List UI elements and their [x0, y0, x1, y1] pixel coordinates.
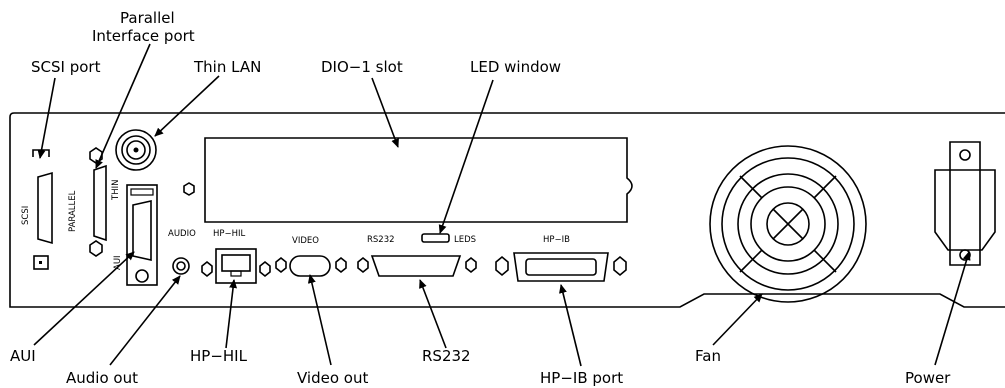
- thin-panel-label: THIN: [111, 180, 121, 201]
- fan-grille: [709, 145, 867, 303]
- leds-panel-label: LEDS: [454, 235, 476, 245]
- aui-panel-label: AUI: [113, 255, 123, 270]
- power-inlet: [934, 141, 996, 266]
- audio-jack: AUDIO: [168, 182, 196, 275]
- parallel-panel-label: PARALLEL: [68, 190, 78, 232]
- hp-hil-leader: [225, 279, 238, 349]
- fan-leader: [712, 293, 763, 346]
- callout-hp-ib-port: HP−IB port: [540, 369, 623, 387]
- dio-slot: [204, 137, 633, 223]
- callout-parallel-line1: Parallel: [120, 9, 175, 27]
- chassis-outline: [9, 112, 1005, 308]
- callout-rs232: RS232: [422, 347, 471, 365]
- parallel-connector: PARALLEL: [68, 147, 107, 257]
- callout-fan: Fan: [695, 347, 721, 365]
- video-connector: VIDEO: [275, 236, 347, 277]
- callout-aui: AUI: [10, 347, 36, 365]
- hp-ib-connector: HP−IB: [495, 235, 627, 282]
- audio-panel-label: AUDIO: [168, 229, 196, 239]
- callout-dio-slot: DIO−1 slot: [321, 58, 403, 76]
- rs232-panel-label: RS232: [367, 235, 395, 245]
- power-leader: [934, 251, 971, 366]
- aui-connector: AUI: [113, 184, 158, 286]
- thin-lan-leader: [154, 75, 220, 137]
- rs232-leader: [419, 279, 447, 349]
- callout-scsi-port: SCSI port: [31, 58, 101, 76]
- callout-thin-lan: Thin LAN: [193, 58, 261, 76]
- callout-parallel-line2: Interface port: [92, 27, 195, 45]
- leader-lines: [33, 43, 971, 367]
- thin-lan-connector: THIN: [111, 129, 157, 201]
- video-out-leader: [307, 274, 332, 366]
- hp-ib-port-leader: [559, 284, 582, 367]
- dio-slot-leader: [371, 77, 399, 148]
- scsi-panel-label: SCSI: [21, 206, 31, 225]
- callout-labels: Parallel Interface port SCSI port Thin L…: [10, 9, 951, 387]
- scsi-connector: SCSI: [21, 149, 53, 270]
- scsi-leader: [37, 77, 56, 159]
- audio-out-leader: [109, 275, 181, 366]
- callout-video-out: Video out: [297, 369, 368, 387]
- callout-led-window: LED window: [470, 58, 561, 76]
- video-panel-label: VIDEO: [292, 236, 319, 246]
- aui-leader: [33, 251, 135, 346]
- callout-power: Power: [905, 369, 951, 387]
- parallel-leader: [95, 43, 151, 169]
- led-window: LEDS: [421, 233, 476, 245]
- hp-ib-panel-label: HP−IB: [543, 235, 570, 245]
- callout-hp-hil: HP−HIL: [190, 347, 248, 365]
- led-window-leader: [438, 79, 494, 234]
- callout-audio-out: Audio out: [66, 369, 138, 387]
- hp-hil-connector: HP−HIL: [201, 229, 271, 284]
- rs232-connector: RS232: [357, 235, 477, 277]
- hp-hil-panel-label: HP−HIL: [213, 229, 246, 239]
